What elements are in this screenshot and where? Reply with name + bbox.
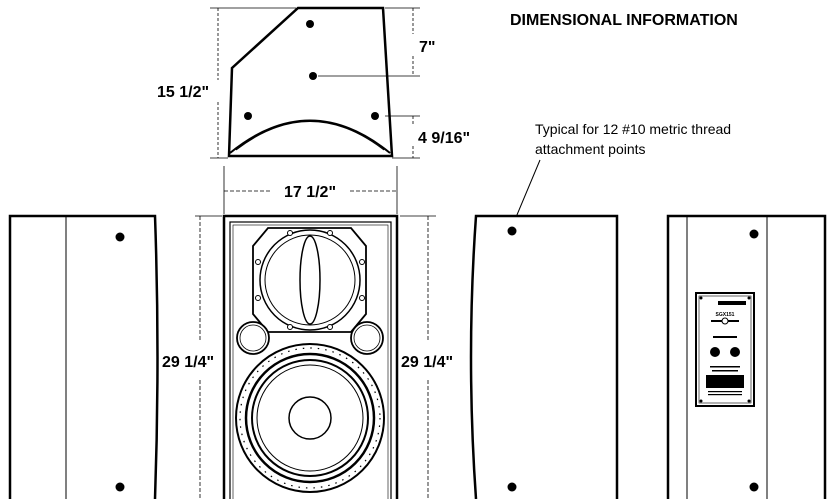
horn-bolt: [287, 324, 293, 330]
dim-label-top-lower: 4 9/16": [418, 130, 470, 147]
note-line-2: attachment points: [535, 141, 646, 157]
dim-label-side-height-left: 29 1/4": [162, 354, 214, 371]
horn-bolt: [359, 295, 365, 301]
panel-marking: [710, 366, 740, 368]
dim-label-top-offset: 7": [419, 39, 435, 56]
horn-bolt: [287, 230, 293, 236]
panel-screw: [747, 399, 751, 403]
right-side-outline: [469, 214, 619, 499]
panel-spec-block: [706, 375, 744, 388]
attachment-point: [507, 226, 517, 236]
dim-label-side-height-right: 29 1/4": [401, 354, 453, 371]
rear-view: SGX151: [666, 214, 827, 499]
attachment-point: [749, 229, 759, 239]
bass-port-left: [236, 321, 270, 355]
horn-bolt: [255, 295, 261, 301]
panel-screw: [699, 399, 703, 403]
front-grille-frame: [229, 221, 392, 499]
right-side-view: [469, 214, 619, 499]
input-panel-plate: [695, 292, 755, 407]
front-view: [222, 214, 399, 499]
horn-flange: [252, 227, 367, 333]
front-grille-inner: [232, 224, 389, 499]
bass-port-right-inner: [353, 324, 381, 352]
panel-marking: [713, 336, 737, 338]
panel-screw: [699, 296, 703, 300]
dim-label-top-height: 15 1/2": [157, 84, 209, 101]
panel-marking: [712, 370, 738, 372]
input-panel-inner: [698, 295, 752, 404]
attachment-point: [749, 482, 759, 492]
speakon-connector-1: [710, 347, 720, 357]
top-view-outline: [227, 6, 394, 158]
bass-port-right: [350, 321, 384, 355]
attachment-point: [115, 232, 125, 242]
speakon-connector-2: [730, 347, 740, 357]
panel-model-label: SGX151: [716, 312, 735, 318]
horn-inner-ring: [264, 234, 356, 326]
horn-driver: [252, 227, 367, 333]
right-height-dimension: 29 1/4": [400, 215, 453, 499]
width-dimension: 17 1/2": [223, 166, 398, 214]
top-view-front-arc-inner: [235, 121, 385, 151]
panel-marking: [708, 391, 742, 393]
horn-bolt: [327, 324, 333, 330]
bass-port-left-inner: [239, 324, 267, 352]
horn-throat: [299, 235, 321, 325]
input-panel: SGX151: [695, 292, 755, 407]
attachment-point: [306, 20, 314, 28]
drawing-title: DIMENSIONAL INFORMATION: [510, 12, 738, 29]
woofer-cone-edge: [256, 364, 364, 472]
woofer-gasket: [244, 352, 376, 484]
left-side-view: [8, 214, 159, 499]
attachment-point: [309, 72, 317, 80]
woofer-surround: [251, 359, 369, 477]
attachment-point: [115, 482, 125, 492]
horn-bolt: [255, 259, 261, 265]
panel-screw: [747, 296, 751, 300]
attachment-point: [371, 112, 379, 120]
panel-brand-mark: [718, 301, 746, 305]
left-height-dimension: 29 1/4": [162, 215, 222, 499]
woofer-dust-cap: [288, 396, 332, 440]
horn-bolt: [359, 259, 365, 265]
attachment-point: [507, 482, 517, 492]
note-line-1: Typical for 12 #10 metric thread: [535, 121, 731, 137]
top-view-front-arc: [229, 119, 391, 154]
horn-bolt: [327, 230, 333, 236]
top-view: 15 1/2" 7" 4 9/16": [157, 6, 470, 159]
woofer: [235, 343, 385, 493]
note-leader-line: [513, 159, 541, 223]
woofer-bolt-ring: [239, 347, 381, 489]
panel-indicator: [721, 317, 729, 325]
horn-outer-ring: [259, 229, 361, 331]
left-side-outline: [8, 214, 159, 499]
attachment-point: [244, 112, 252, 120]
panel-marking: [708, 394, 742, 396]
dim-label-front-width: 17 1/2": [284, 184, 336, 201]
